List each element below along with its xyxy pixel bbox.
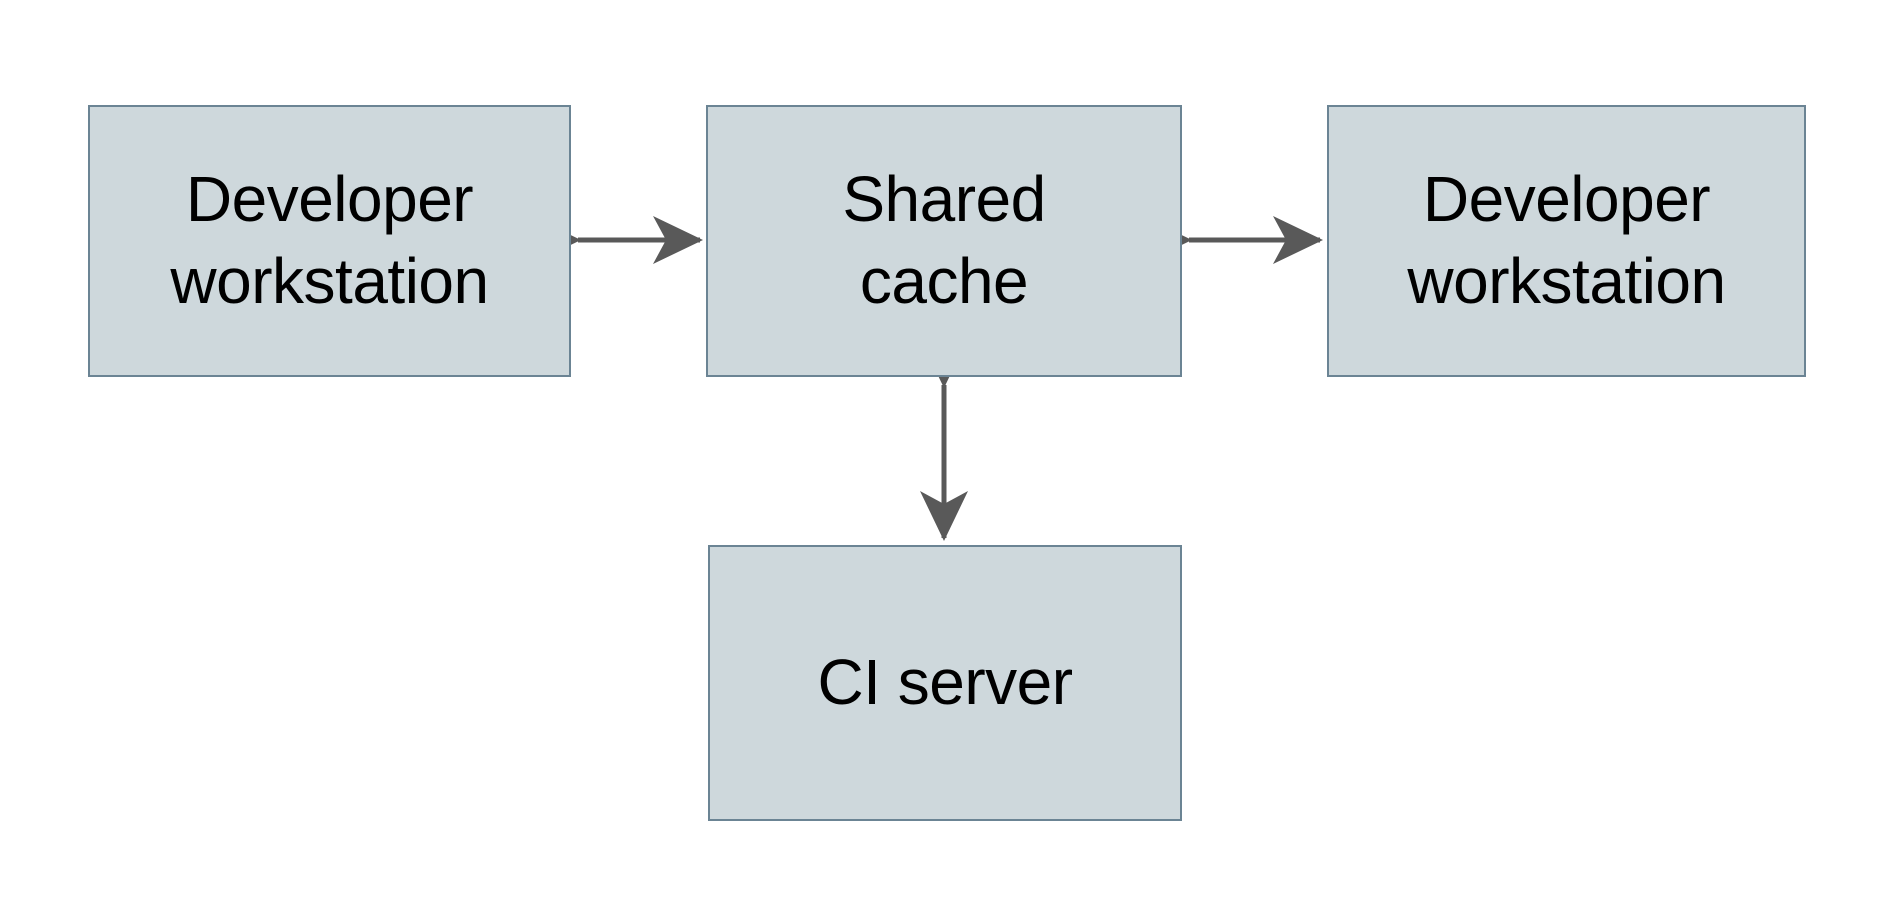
node-shared-cache[interactable]: Shared cache: [706, 105, 1182, 377]
node-label: CI server: [817, 646, 1073, 719]
node-ci-server[interactable]: CI server: [708, 545, 1182, 821]
node-developer-workstation-left[interactable]: Developer workstation: [88, 105, 571, 377]
node-developer-workstation-right[interactable]: Developer workstation: [1327, 105, 1806, 377]
node-label: Developer workstation: [170, 163, 489, 317]
node-label: Shared cache: [842, 163, 1046, 317]
node-label: Developer workstation: [1407, 163, 1726, 317]
